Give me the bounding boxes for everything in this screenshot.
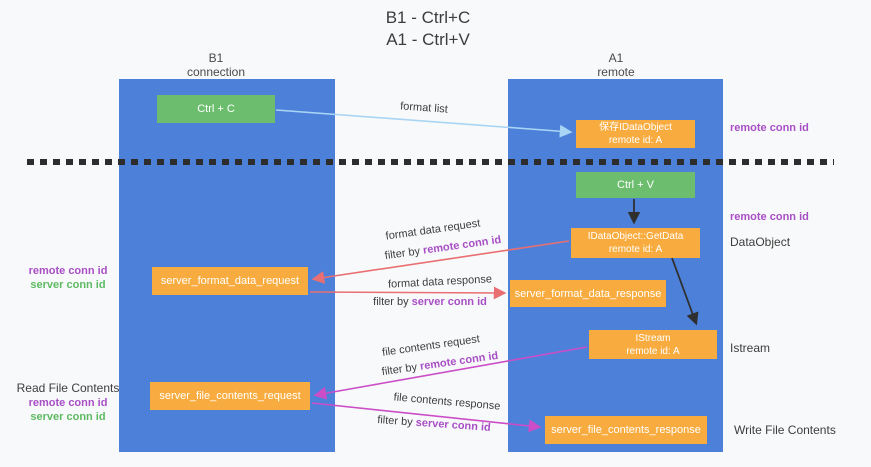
node-server-file-contents-request: server_file_contents_request [150, 382, 310, 410]
lane-header-b1: B1 connection [161, 51, 271, 79]
node-istream-line1: IStream [635, 332, 671, 344]
annotation-server-conn-id-bottom-left: server conn id [30, 411, 106, 423]
node-ctrl-v: Ctrl + V [576, 172, 695, 198]
arrow-file-contents-request [313, 346, 588, 400]
arrow-file-contents-response [311, 402, 542, 433]
annotation-remote-conn-id-bottom-left: remote conn id [28, 397, 108, 409]
node-ctrl-c: Ctrl + C [157, 95, 275, 123]
lane-a1-name: A1 [608, 51, 624, 65]
arrow-format-data-request [311, 240, 570, 284]
node-save-idataobject-line1: 保存IDataObject [599, 122, 672, 133]
arrow-getdata-to-istream [671, 257, 699, 326]
lane-b1-subtitle: connection [186, 65, 246, 79]
node-istream-line2: remote id: A [626, 345, 680, 357]
annotation-server-conn-id-mid-left: server conn id [30, 279, 106, 291]
annotation-remote-conn-id-mid-left: remote conn id [28, 265, 108, 277]
annotation-stack-bottom-left: Read File Contents remote conn id server… [16, 381, 120, 424]
lane-b1-name: B1 [208, 51, 224, 65]
annotation-istream: Istream [730, 341, 771, 355]
diagram-title: B1 - Ctrl+C A1 - Ctrl+V [338, 7, 518, 51]
annotation-dataobject: DataObject [730, 235, 791, 249]
annotation-remote-conn-id-top-right: remote conn id [730, 122, 809, 134]
node-server-format-data-response: server_format_data_response [510, 280, 666, 307]
node-file-request-label: server_file_contents_request [159, 390, 301, 402]
annotation-read-file-contents: Read File Contents [16, 381, 120, 395]
node-getdata-line2: remote id: A [608, 244, 663, 255]
annotation-write-file-contents: Write File Contents [734, 423, 836, 437]
annotation-stack-mid-left: remote conn id server conn id [16, 264, 120, 292]
annotation-remote-conn-id-mid-right: remote conn id [730, 211, 809, 223]
node-file-response-label: server_file_contents_response [551, 424, 701, 436]
node-server-file-contents-response: server_file_contents_response [545, 416, 707, 444]
filter-value-server-conn-id: server conn id [411, 296, 487, 308]
filter-by-text: filter by [373, 296, 412, 308]
title-line-1: B1 - Ctrl+C [385, 8, 471, 27]
node-save-idataobject-line2: remote id: A [608, 135, 663, 146]
edge-label-format-data-response-filter: filter by server conn id [373, 296, 487, 308]
node-istream: IStream remote id: A [589, 330, 717, 359]
title-line-2: A1 - Ctrl+V [386, 30, 470, 49]
node-format-request-label: server_format_data_request [160, 275, 300, 287]
node-idataobject-getdata: IDataObject::GetData remote id: A [571, 228, 700, 258]
node-save-idataobject: 保存IDataObject remote id: A [576, 120, 695, 148]
lane-header-a1: A1 remote [561, 51, 671, 79]
node-ctrl-c-label: Ctrl + C [197, 103, 235, 115]
node-ctrl-v-label: Ctrl + V [617, 179, 654, 191]
node-getdata-line1: IDataObject::GetData [587, 231, 684, 242]
node-format-response-label: server_format_data_response [514, 287, 662, 300]
dashed-separator-line [27, 159, 834, 165]
lane-a1-subtitle: remote [597, 65, 635, 79]
arrow-format-data-response [309, 286, 507, 300]
arrow-format-list [275, 109, 573, 138]
node-server-format-data-request: server_format_data_request [152, 267, 308, 295]
